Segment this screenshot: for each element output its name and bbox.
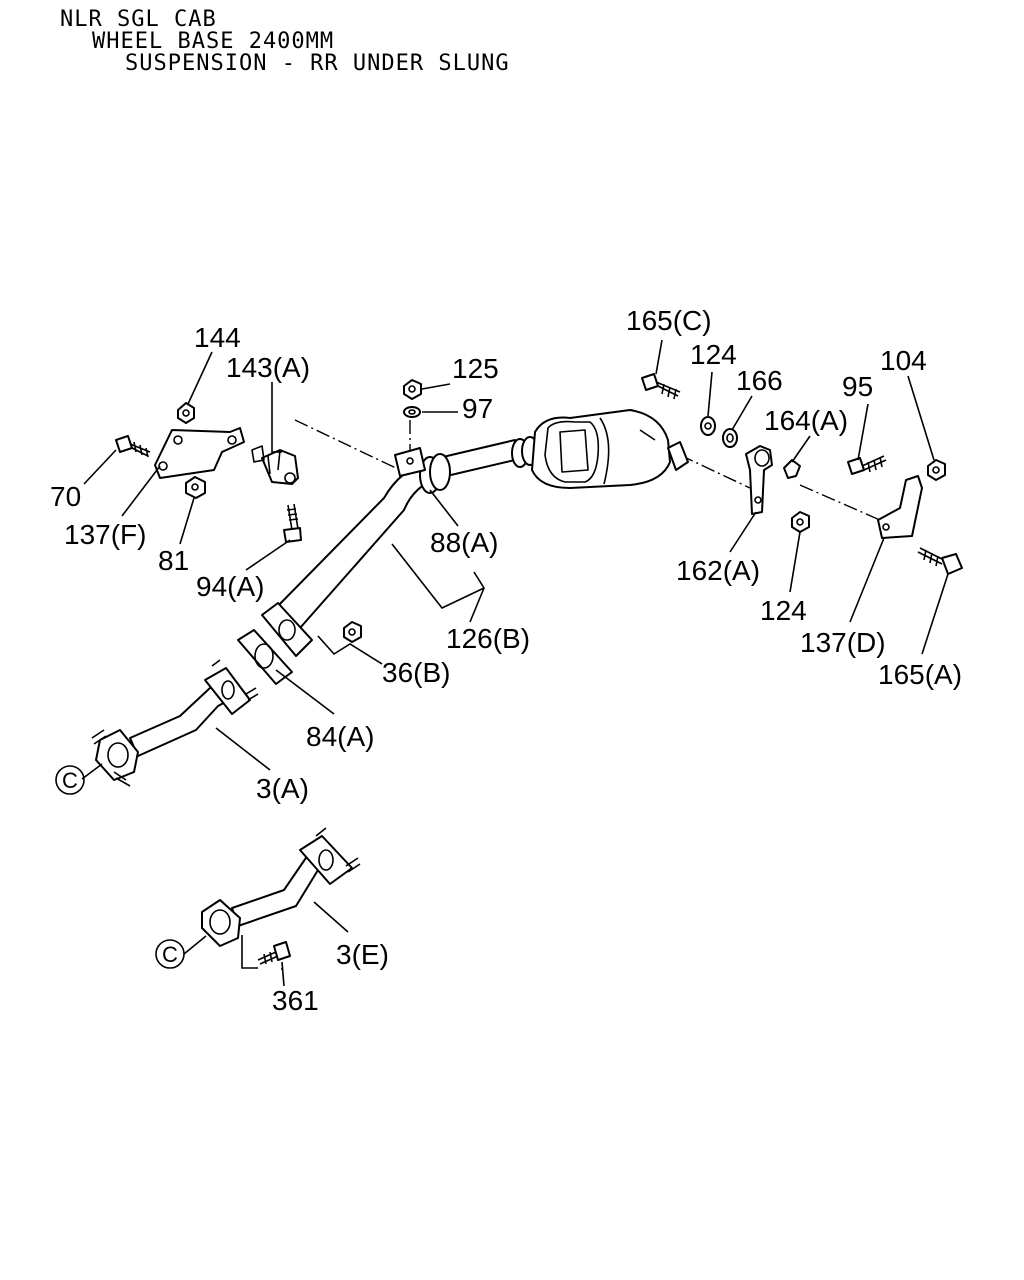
nut-124-bottom [791,511,810,533]
callout-36b: 36(B) [382,657,450,688]
nut-104 [927,459,946,481]
nut-125 [403,379,422,400]
nut-144 [177,402,195,424]
callout-144: 144 [194,322,241,353]
callout-81: 81 [158,545,189,576]
callout-137f: 137(F) [64,519,146,550]
alignment-line-right [799,484,881,521]
connector-c-marker-1: C [55,765,85,795]
callout-84a: 84(A) [306,721,374,752]
callout-137d: 137(D) [800,627,886,658]
callout-164a: 164(A) [764,405,848,436]
hanger-rubber-143a [251,445,299,485]
callout-3a: 3(A) [256,773,309,804]
exhaust-pipe-3a [91,659,259,787]
gasket-84a [237,629,293,685]
callout-124-bottom: 124 [760,595,807,626]
callout-165a: 165(A) [878,659,962,690]
nut-36b [343,621,362,643]
callout-143a: 143(A) [226,352,310,383]
bolt-70 [115,435,151,458]
callout-94a: 94(A) [196,571,264,602]
bolt-165c [641,373,681,400]
callout-88a: 88(A) [430,527,498,558]
callout-70: 70 [50,481,81,512]
alignment-line-mid [679,454,751,489]
connector-c-label-1: C [62,768,78,793]
bolt-95 [847,455,887,475]
bolt-361 [257,941,291,965]
callout-126b: 126(B) [446,623,530,654]
bracket-162a [745,445,773,515]
callout-165c: 165(C) [626,305,712,336]
header-line-2: WHEEL BASE 2400MM [92,29,334,54]
connector-c-label-2: C [162,942,178,967]
catalytic-converter [531,409,689,489]
pin-164a [783,459,801,479]
nut-81 [185,476,206,499]
callout-97: 97 [462,393,493,424]
callout-104: 104 [880,345,927,376]
header-line-3: SUSPENSION - RR UNDER SLUNG [125,51,510,76]
header-line-1: NLR SGL CAB [60,7,217,32]
leader-lines [81,339,949,987]
connector-c-marker-2: C [155,939,185,969]
bracket-137d [877,475,923,539]
washer-97 [403,406,421,418]
callout-95: 95 [842,371,873,402]
bolt-94a [283,503,302,543]
exhaust-pipe-3e [201,827,361,947]
callout-3e: 3(E) [336,939,389,970]
callout-125: 125 [452,353,499,384]
alignment-line-left [294,419,401,471]
bracket-137f [154,427,245,479]
bolt-165a [917,547,963,575]
callout-166: 166 [736,365,783,396]
callout-124-top: 124 [690,339,737,370]
washer-166 [722,428,738,448]
callout-361: 361 [272,985,319,1016]
callout-162a: 162(A) [676,555,760,586]
nut-124-top [700,416,716,436]
